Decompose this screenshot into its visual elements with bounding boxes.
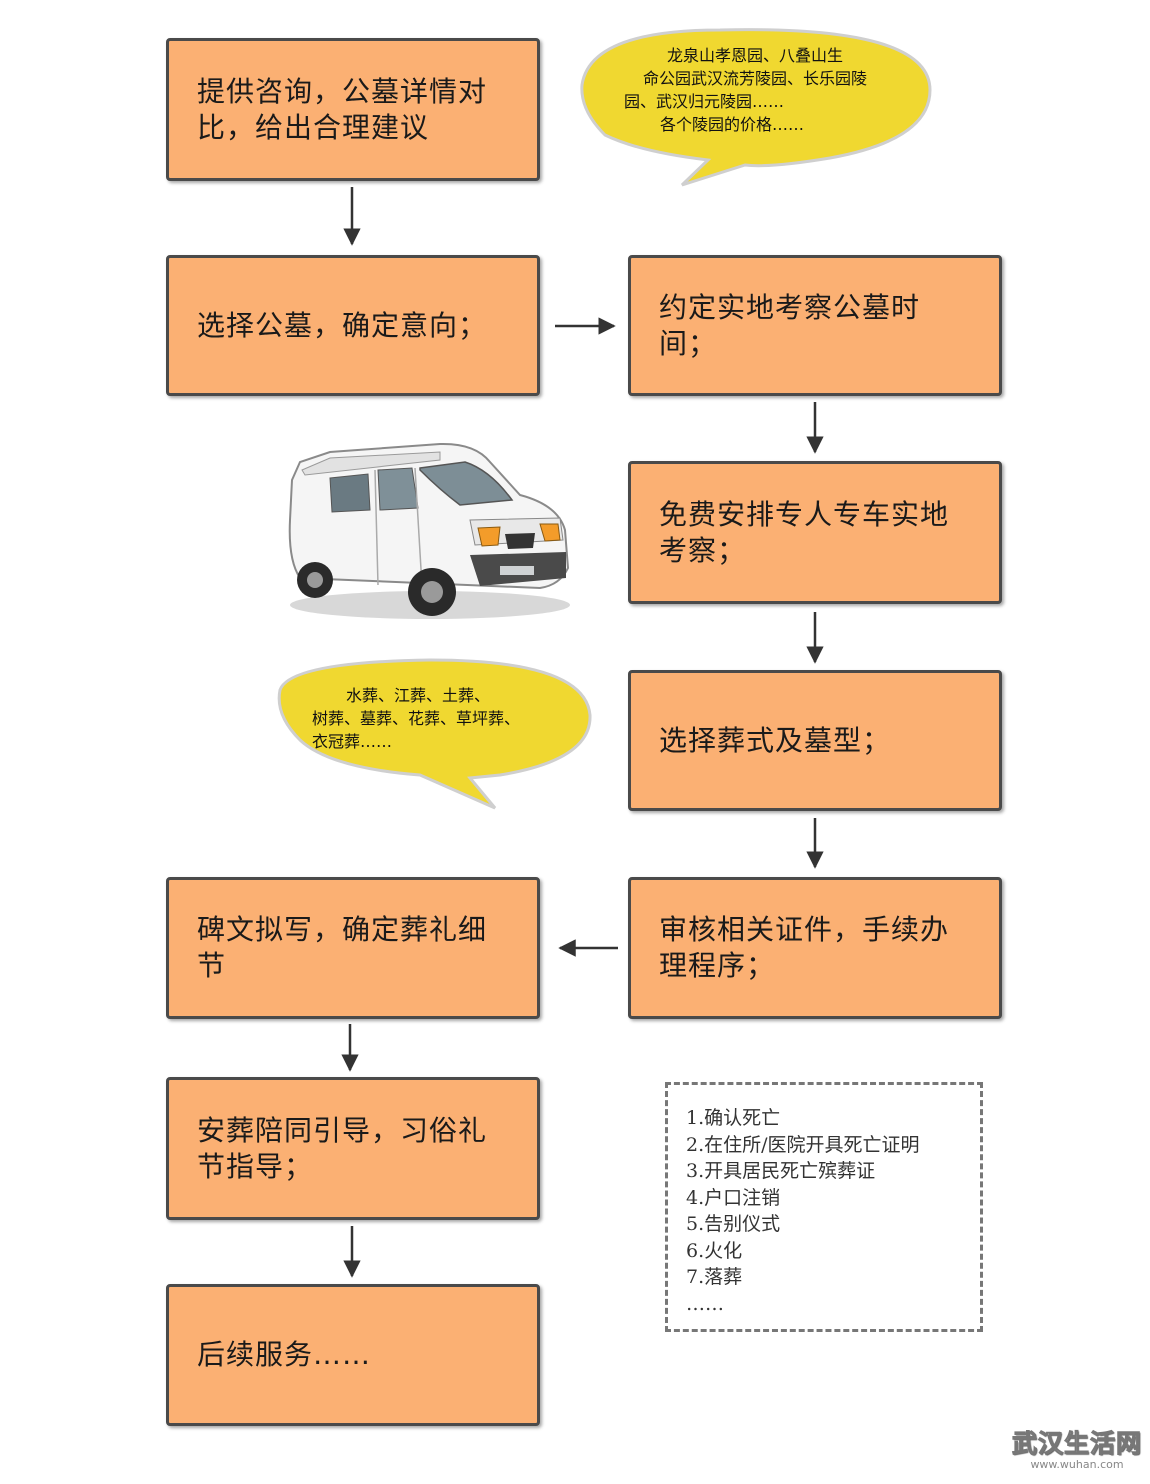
step-consult-label: 提供咨询，公墓详情对比，给出合理建议 [197,74,488,144]
step-burial-type-label: 选择葬式及墓型； [659,723,892,757]
step-review: 审核相关证件，手续办理程序； [628,877,1002,1019]
speech-bubble-mid [277,658,592,810]
step-guide: 安葬陪同引导，习俗礼节指导； [166,1077,540,1220]
checklist-item: 7.落葬 [686,1266,743,1288]
bubble-top-line: 各个陵园的价格…… [660,115,805,134]
step-schedule-label: 约定实地考察公墓时间； [659,290,921,360]
step-epitaph: 碑文拟写，确定葬礼细节 [166,877,540,1019]
checklist-item: 3.开具居民死亡殡葬证 [686,1160,876,1182]
bubble-mid-line: 树葬、墓葬、花葬、草坪葬、 [312,709,521,728]
step-choose: 选择公墓，确定意向； [166,255,540,396]
checklist-item: 6.火化 [686,1239,743,1262]
watermark-name: 武汉生活网 [1012,1429,1143,1459]
step-guide-label: 安葬陪同引导，习俗礼节指导； [197,1113,488,1183]
bubble-top-line: 园、武汉归元陵园…… [624,92,785,111]
step-free-car-label: 免费安排专人专车实地考察； [659,497,950,567]
checklist-item: …… [686,1292,724,1315]
bubble-top-text: 龙泉山孝恩园、八叠山生 命公园武汉流芳陵园、长乐园陵 园、武汉归元陵园…… 各个… [600,44,910,136]
step-after: 后续服务…… [166,1284,540,1426]
step-epitaph-label: 碑文拟写，确定葬礼细节 [197,913,488,982]
procedure-checklist: 1.确认死亡 2.在住所/医院开具死亡证明 3.开具居民死亡殡葬证 4.户口注销… [665,1082,983,1332]
checklist-item: 4.户口注销 [686,1186,781,1209]
step-schedule: 约定实地考察公墓时间； [628,255,1002,396]
bubble-top-line: 龙泉山孝恩园、八叠山生 [666,46,843,65]
watermark-url: www.wuhan.com [1030,1458,1124,1471]
site-watermark: 武汉生活网 www.wuhan.com [1012,1424,1143,1472]
speech-bubble-top [580,28,932,187]
checklist-item: 1.确认死亡 [686,1107,781,1129]
bubble-mid-line: 衣冠葬…… [312,732,393,751]
bubble-top-line: 命公园武汉流芳陵园、长乐园陵 [642,69,867,88]
checklist-item: 2.在住所/医院开具死亡证明 [686,1133,920,1156]
step-review-label: 审核相关证件，手续办理程序； [659,913,950,982]
step-choose-label: 选择公墓，确定意向； [197,308,488,342]
checklist-item: 5.告别仪式 [686,1213,781,1235]
bubble-mid-text: 水葬、江葬、土葬、 树葬、墓葬、花葬、草坪葬、 衣冠葬…… [300,684,580,753]
step-burial-type: 选择葬式及墓型； [628,670,1002,811]
step-free-car: 免费安排专人专车实地考察； [628,461,1002,604]
step-consult: 提供咨询，公墓详情对比，给出合理建议 [166,38,540,181]
bubble-mid-line: 水葬、江葬、土葬、 [346,686,491,705]
van-illustration [288,442,570,619]
step-after-label: 后续服务…… [197,1338,372,1371]
